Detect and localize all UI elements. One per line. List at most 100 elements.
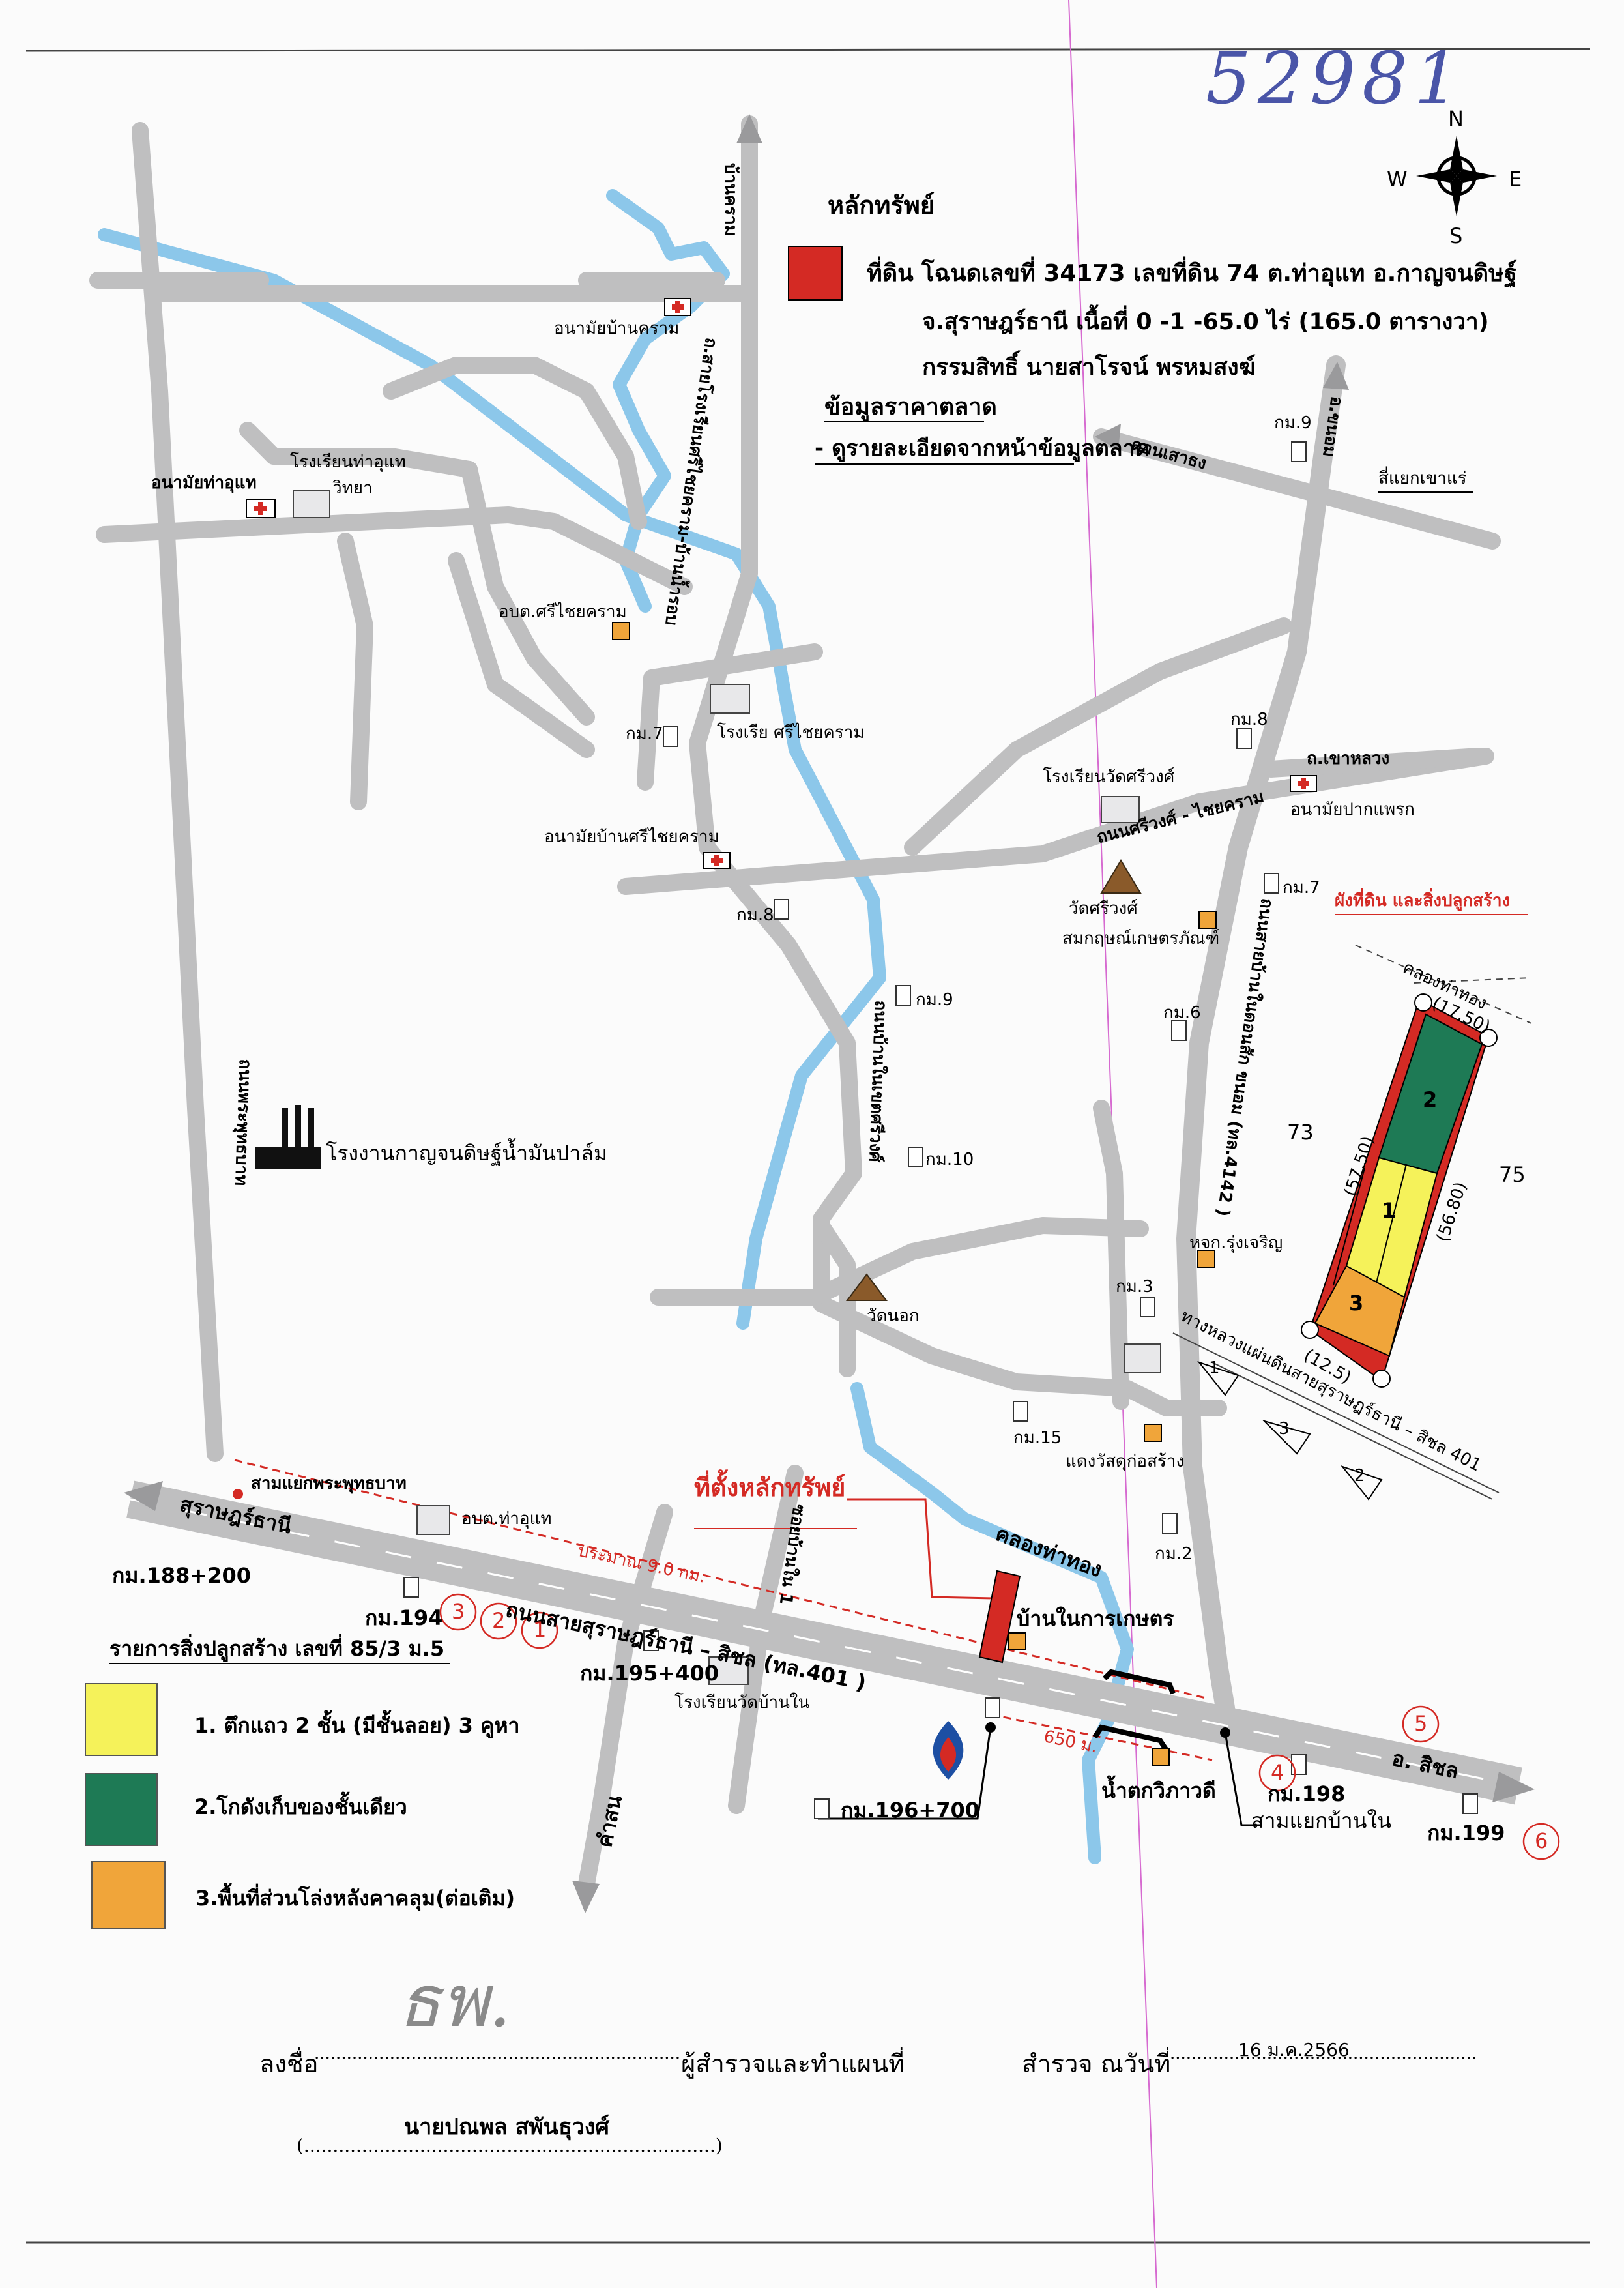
label-sao-sri-chaiyaram: อบต.ศรีไชยคราม (499, 602, 627, 622)
compass-west-point (1416, 169, 1457, 183)
main-river (98, 228, 886, 1330)
label-road-phra-phutthabat: ถนนพระพุทธบาท (231, 1058, 255, 1186)
school-icon (1101, 796, 1140, 823)
km-188: กม.188+200 (112, 1563, 252, 1588)
plot-arrow-label-3: 3 (1279, 1419, 1290, 1439)
secondary-roads (89, 115, 1501, 1892)
plot-arrow-3 (1262, 1419, 1311, 1455)
compass-rose (1416, 136, 1497, 216)
arrow-to-surat (124, 1481, 163, 1511)
label-health-kram: อนามัยบ้านคราม (554, 319, 680, 338)
junction-dot-km196 (985, 1722, 996, 1733)
road-shop (1093, 1100, 1129, 1410)
km-post-icon (985, 1697, 1000, 1718)
asset-heading: หลักทรัพย์ (828, 191, 935, 220)
highway-body (126, 1480, 1522, 1805)
compass-east-point (1457, 169, 1497, 183)
circle-5-label: 5 (1414, 1711, 1428, 1736)
plot-arrow-label-2: 2 (1354, 1466, 1365, 1486)
plot-corner-pin (1479, 1029, 1498, 1047)
plot-canal-bank (1414, 977, 1532, 984)
ban-nai-junction-pointer (1224, 1732, 1261, 1826)
km-post-icon (774, 899, 789, 920)
plot-diagram (1172, 945, 1532, 1501)
bridge (1092, 1669, 1176, 1752)
asset-line-2: จ.สุราษฎร์ธานี เนื้อที่ 0 -1 -65.0 ไร่ (… (922, 309, 1489, 335)
junction-dot-ban-nai (1220, 1727, 1230, 1738)
road-wat-nok-spur (813, 1217, 856, 1377)
road-school (239, 422, 478, 478)
compass-east-label: E (1509, 167, 1522, 192)
plot-canal-bank (1355, 945, 1532, 1024)
arrow-to-khanom (1323, 362, 1349, 390)
km-post-icon (1162, 1513, 1178, 1534)
surveyor-role: ผู้สำรวจและทำแผนที่ (681, 2049, 905, 2078)
km-198: กม.198 (1268, 1782, 1346, 1806)
shop-hatched-icon (1152, 1748, 1170, 1766)
house-icon (1124, 1343, 1161, 1373)
label-shop-rungcharoen: หจก.รุ่งเจริญ (1189, 1233, 1283, 1253)
surveyor-name: นายปณพล สพันธุวงศ์ (404, 2114, 609, 2140)
plot-arrow-1 (1197, 1360, 1240, 1396)
asset-location-marker (978, 1570, 1021, 1664)
km-post-icon (1291, 1754, 1307, 1775)
label-junction-khao-rae: สี่แยกเขาแร่ (1378, 469, 1467, 488)
km-post-icon (814, 1798, 830, 1819)
km-post-icon (663, 726, 678, 747)
junction-dot-phra-phutthabat (233, 1489, 243, 1499)
compass-north-label: N (1448, 106, 1464, 131)
circle-3-label: 3 (452, 1599, 465, 1624)
plot-arrow-label-1: 1 (1209, 1358, 1220, 1378)
sign-dots: ........................................… (314, 2044, 680, 2063)
label-asset-location: ที่ตั้งหลักทรัพย์ (694, 1473, 846, 1502)
label-waterfall: น้ำตกวิภาวดี (1101, 1778, 1216, 1803)
circled-markers (439, 1593, 1560, 1860)
bridge-bottom-rail (1092, 1724, 1169, 1752)
label-school-wat-sriwong: โรงเรียนวัดศรีวงศ์ (1043, 767, 1175, 787)
road-tha-u-thae (96, 506, 693, 595)
km-199: กม.199 (1427, 1821, 1505, 1845)
road-khao-luang-link (904, 617, 1292, 856)
circle-4-label: 4 (1271, 1760, 1284, 1785)
km-post-icon (1171, 1020, 1187, 1041)
asset-red-swatch (788, 246, 843, 301)
legend-swatch-3 (91, 1861, 166, 1929)
plot-road-edge (1211, 1362, 1493, 1500)
shop-icons (612, 622, 1217, 1766)
plot-part-1-label: 1 (1382, 1198, 1397, 1223)
health-icon (664, 298, 691, 316)
km-post-icon (643, 1630, 659, 1651)
school-icon (708, 1656, 749, 1685)
km-m9-mid: กม.9 (916, 990, 953, 1010)
plot-arrow-2 (1341, 1465, 1383, 1501)
plot-part-2-label: 2 (1423, 1087, 1438, 1112)
label-junction-phra-phutthabat: สามแยกพระพุทธบาท (251, 1474, 407, 1493)
km-post-icon (1462, 1793, 1478, 1814)
km-post-icon (1140, 1297, 1155, 1317)
asset-line-1: ที่ดิน โฉนดเลขที่ 34173 เลขที่ดิน 74 ต.ท… (867, 260, 1517, 287)
ptt-logo-icon (933, 1721, 964, 1780)
asset-pointer-line (847, 1498, 994, 1600)
signature-handwritten: ธพ. (398, 1959, 512, 2043)
label-ban-nai-kaset: บ้านในการเกษตร (1017, 1606, 1174, 1631)
km-m7-left: กม.7 (626, 724, 663, 744)
road-kram-west (383, 357, 543, 400)
date-dots: ........................................… (1170, 2044, 1477, 2063)
plot-corner-pin (1414, 993, 1432, 1012)
school-icons (293, 490, 1161, 1685)
school-icon (710, 684, 750, 714)
circle-2-label: 2 (492, 1608, 506, 1633)
road-kram-link (526, 357, 647, 530)
circle-4 (1258, 1754, 1296, 1792)
legend-item-1: 1. ตึกแถว 2 ชั้น (มีชั้นลอย) 3 คูหา (194, 1713, 520, 1738)
km-195: กม.195+400 (580, 1661, 719, 1686)
road-school-sri (637, 643, 823, 791)
road-wat-nok (650, 1217, 1149, 1306)
health-icon (1290, 775, 1317, 792)
road-kham-son (578, 1504, 673, 1892)
km-194: กม.194 (365, 1606, 443, 1630)
label-palm-factory: โรงงานกาญจนดิษฐ์น้ำมันปาล์ม (326, 1141, 608, 1166)
circle-2 (480, 1602, 517, 1640)
